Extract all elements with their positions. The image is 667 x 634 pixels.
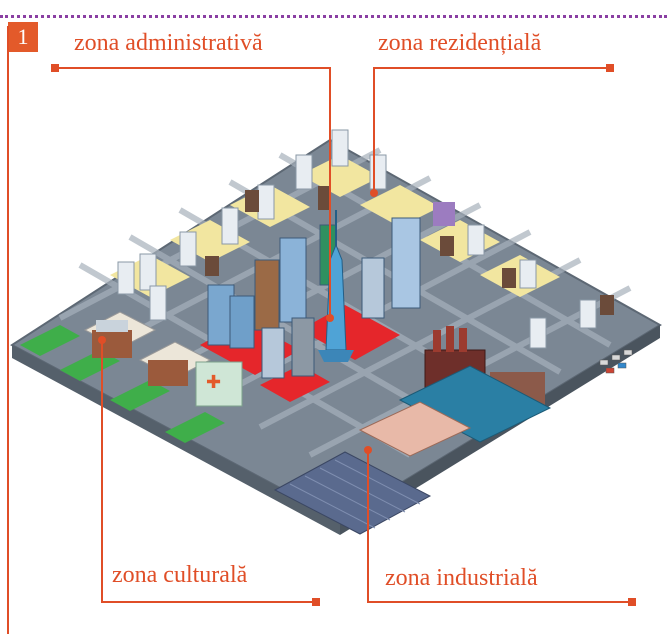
- industrial-zone-label: zona industrială: [385, 565, 538, 591]
- industrial-zone: [273, 326, 633, 535]
- industrial-leader-line: [367, 450, 632, 603]
- figure-number-badge: 1: [8, 22, 38, 52]
- park-area: [20, 325, 80, 356]
- svg-text:✚: ✚: [206, 372, 221, 393]
- purple-building: [433, 202, 455, 226]
- admin-leader-line: [55, 67, 331, 318]
- residential-zone-label: zona rezidențială: [378, 30, 542, 56]
- leader-lines: [55, 67, 632, 603]
- administrative-zone-label: zona administrativă: [74, 30, 263, 56]
- cultural-leader-line: [101, 340, 316, 603]
- leader-endpoints: [51, 64, 636, 606]
- cultural-zone-label: zona culturală: [112, 562, 248, 588]
- top-dotted-border: [0, 15, 667, 21]
- warehouse-roof: [273, 451, 432, 535]
- residential-leader-line: [373, 67, 610, 193]
- cultural-buildings: ✚: [83, 311, 243, 407]
